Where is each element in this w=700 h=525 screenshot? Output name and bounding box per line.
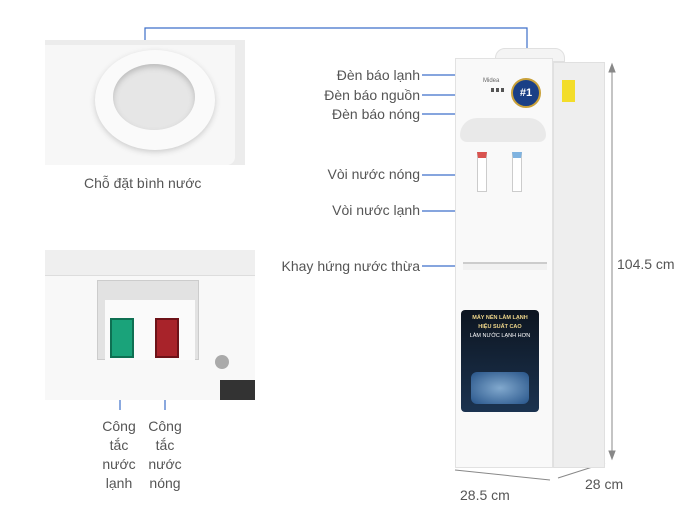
cold-water-switch[interactable] <box>110 318 134 358</box>
hot-water-tap[interactable] <box>477 152 487 192</box>
width-dimension: 28.5 cm <box>460 487 510 503</box>
hot-water-switch[interactable] <box>155 318 179 358</box>
drip-tray-label: Khay hứng nước thừa <box>281 258 420 274</box>
cold-water-tap[interactable] <box>512 152 522 192</box>
depth-dimension: 28 cm <box>585 476 624 492</box>
indicator-lights <box>491 88 505 92</box>
water-dispenser: Midea #1 MÁY NÉN LÀM LẠNH HIỆU SUẤT CAO … <box>455 48 607 473</box>
height-dimension: 104.5 cm <box>617 256 675 272</box>
bottle-seat-photo <box>45 40 245 165</box>
compressor-sticker: MÁY NÉN LÀM LẠNH HIỆU SUẤT CAO LÀM NƯỚC … <box>461 310 539 412</box>
drip-tray <box>463 262 547 270</box>
cold-tap-label: Vòi nước lạnh <box>332 202 420 218</box>
brand-logo: Midea <box>483 78 500 84</box>
award-badge: #1 <box>511 78 541 108</box>
power-light-label: Đèn báo nguồn <box>324 87 420 103</box>
hot-light-label: Đèn báo nóng <box>332 106 420 122</box>
bottle-seat-label: Chỗ đặt bình nước <box>84 175 202 191</box>
hot-tap-label: Vòi nước nóng <box>327 166 421 182</box>
energy-label <box>562 80 575 102</box>
cold-light-label: Đèn báo lạnh <box>336 67 420 83</box>
